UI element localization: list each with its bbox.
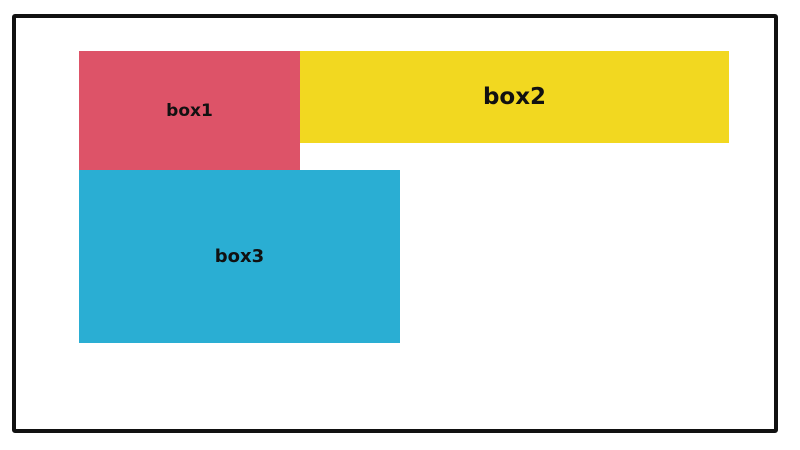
box3-label: box3 (214, 246, 265, 267)
box2-label: box2 (482, 84, 547, 110)
box2: box2 (300, 51, 729, 143)
box3: box3 (79, 170, 400, 343)
box1-label: box1 (166, 100, 213, 121)
box1: box1 (79, 51, 300, 170)
